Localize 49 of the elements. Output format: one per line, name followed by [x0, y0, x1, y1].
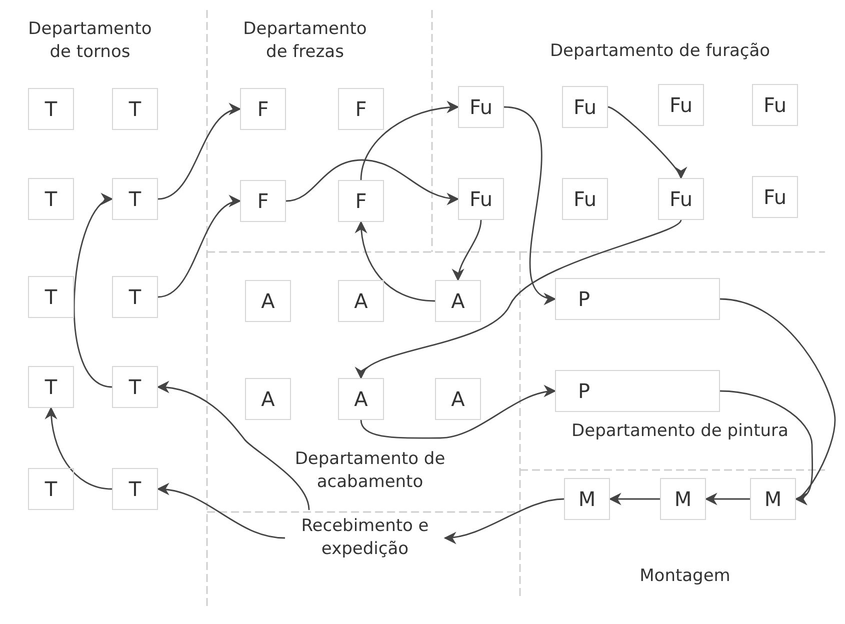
department-label: Montagem: [638, 565, 732, 588]
machine-box: Fu: [458, 178, 504, 220]
arrow: [286, 159, 460, 204]
department-label: Departamento de tornos: [27, 18, 153, 64]
machine-box: T: [112, 366, 158, 408]
machine-box: M: [750, 478, 796, 520]
machine-box: A: [435, 378, 481, 420]
arrow: [720, 390, 813, 504]
department-label: Departamento de furação: [548, 40, 772, 63]
machine-box: Fu: [458, 86, 504, 128]
arrow: [158, 104, 242, 200]
machine-box: Fu: [658, 84, 704, 126]
machine-box: A: [245, 378, 291, 420]
machine-box: T: [28, 468, 74, 510]
machine-box: M: [660, 478, 706, 520]
machine-box: T: [112, 178, 158, 220]
arrow: [444, 498, 564, 544]
arrow: [156, 381, 310, 510]
arrow: [608, 492, 660, 506]
area-label: Recebimento e expedição: [285, 510, 445, 566]
arrow: [704, 492, 750, 506]
arrow: [158, 197, 242, 298]
machine-box: Fu: [562, 86, 608, 128]
machine-box: T: [28, 276, 74, 318]
machine-box: Fu: [752, 84, 798, 126]
machine-box: F: [338, 180, 384, 222]
machine-box: F: [240, 180, 286, 222]
machine-box: Fu: [752, 176, 798, 218]
arrow: [156, 484, 286, 539]
machine-box: T: [28, 366, 74, 408]
machine-box: Fu: [658, 178, 704, 220]
machine-box: T: [112, 276, 158, 318]
machine-box: T: [112, 88, 158, 130]
arrow: [360, 101, 460, 180]
arrow: [360, 386, 556, 439]
machine-box: T: [112, 468, 158, 510]
paint-booth-box: P: [555, 370, 720, 412]
machine-box: Fu: [562, 178, 608, 220]
machine-box: F: [338, 88, 384, 130]
department-label: Departamento de acabamento: [294, 448, 446, 494]
department-label: Departamento de frezas: [242, 18, 368, 64]
machine-box: M: [564, 478, 610, 520]
department-label: Departamento de pintura: [570, 420, 790, 443]
machine-box: T: [28, 178, 74, 220]
machine-box: F: [240, 88, 286, 130]
machine-box: T: [28, 88, 74, 130]
machine-box: A: [338, 378, 384, 420]
machine-box: A: [245, 280, 291, 322]
arrow: [45, 406, 112, 490]
